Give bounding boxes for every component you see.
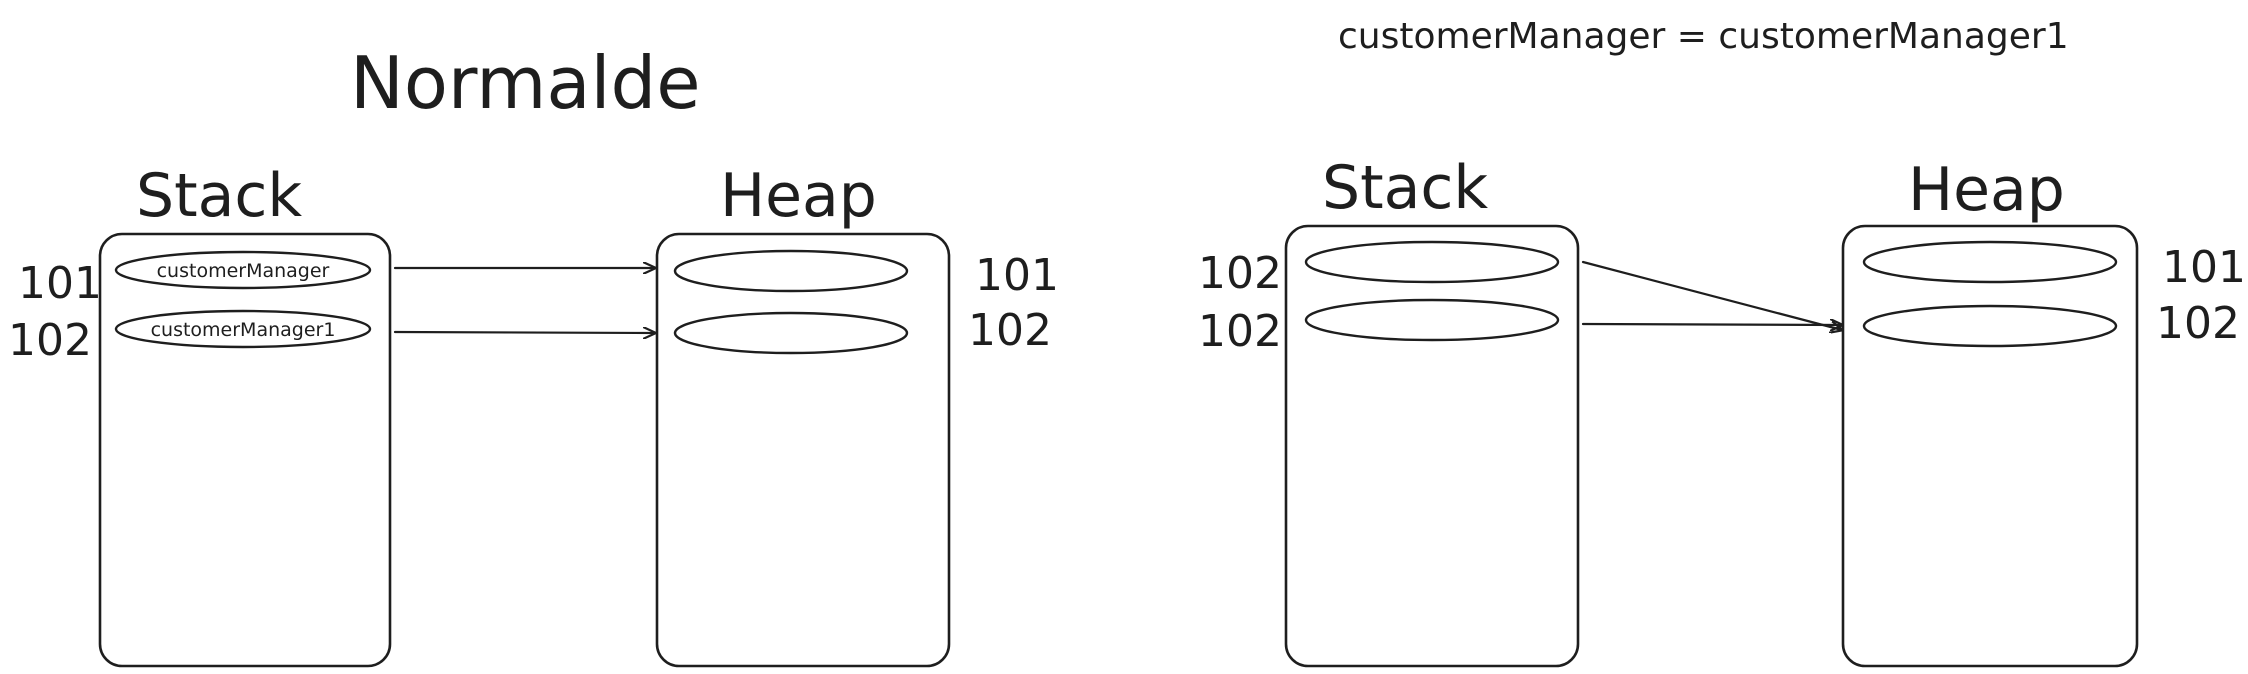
left-stack-container (98, 232, 392, 668)
left-stack-heading: Stack (136, 161, 302, 231)
left-arrow-2 (393, 332, 655, 333)
right-heap-object-2 (1862, 304, 2118, 348)
left-stack-variable-1: customerManager (157, 260, 330, 282)
left-panel: Normalde Stack 101 102 customerManager c… (8, 41, 1059, 668)
right-heap-container (1841, 224, 2139, 668)
left-stack-address-1: 101 (18, 258, 102, 309)
right-stack-container (1284, 224, 1580, 668)
left-stack-address-2: 102 (8, 315, 92, 366)
assignment-statement: customerManager = customerManager1 (1338, 16, 2069, 57)
right-heap-heading: Heap (1908, 155, 2065, 225)
left-heap-address-1: 101 (975, 250, 1059, 301)
left-heap-heading: Heap (720, 161, 877, 231)
right-stack-address-2: 102 (1198, 306, 1282, 357)
right-stack-address-1: 102 (1198, 248, 1282, 299)
right-arrow-2 (1581, 324, 1842, 325)
left-stack-slot-1 (114, 250, 372, 290)
right-panel: customerManager = customerManager1 Stack… (1198, 16, 2246, 668)
right-stack-heading: Stack (1322, 153, 1488, 223)
right-arrow-1 (1581, 260, 1842, 330)
left-stack-variable-2: customerManager1 (151, 319, 336, 341)
left-heap-object-1 (673, 249, 909, 293)
page-title: Normalde (350, 41, 701, 125)
right-stack-slot-2 (1304, 298, 1560, 342)
right-heap-object-1 (1862, 240, 2118, 284)
left-stack-slot-2 (114, 309, 372, 349)
right-heap-address-2: 102 (2156, 298, 2240, 349)
right-stack-slot-1 (1304, 240, 1560, 284)
left-heap-address-2: 102 (968, 305, 1052, 356)
left-heap-object-2 (673, 311, 909, 355)
right-heap-address-1: 101 (2162, 242, 2246, 293)
left-heap-container (655, 232, 951, 668)
